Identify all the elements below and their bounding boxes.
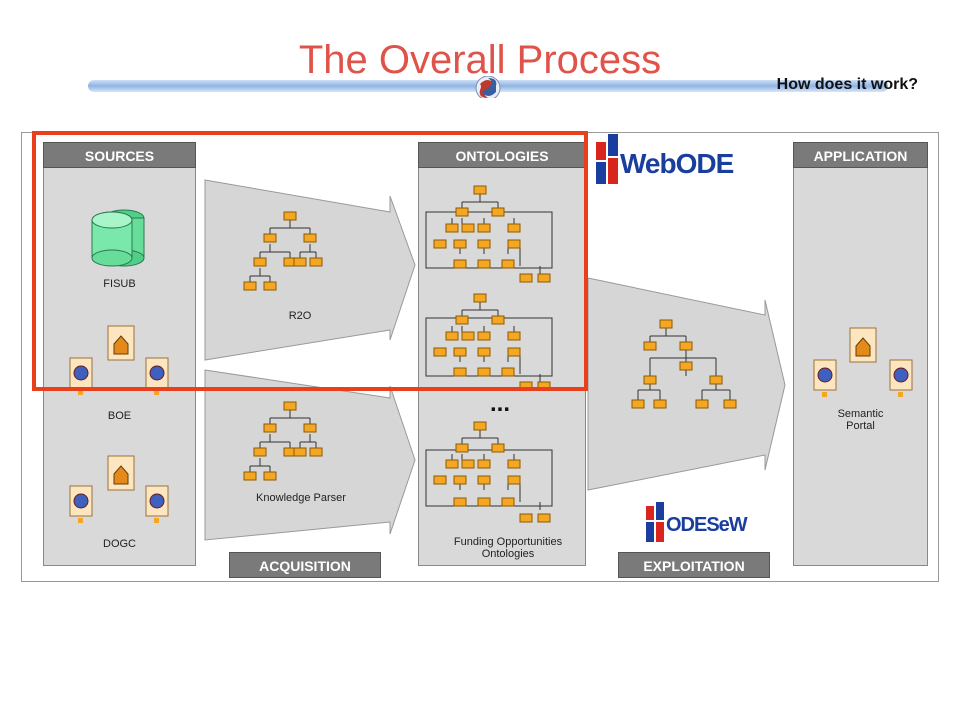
acquisition-label: ACQUISITION: [229, 552, 381, 578]
document-globe-icon: [145, 485, 169, 523]
ontology-tree-icon: [425, 421, 553, 523]
title-underline-bar: [88, 76, 888, 98]
dogc-documents-icon: [69, 455, 169, 523]
document-globe-icon: [813, 359, 837, 397]
highlight-box: [32, 131, 588, 391]
ontology-tree-icon: [425, 293, 553, 391]
application-panel: [793, 142, 928, 566]
database-icon: [91, 209, 145, 267]
webode-logo-text: WebODE: [620, 148, 734, 179]
page-title: The Overall Process: [298, 38, 662, 82]
document-home-icon: [107, 325, 135, 361]
application-header: APPLICATION: [793, 142, 928, 168]
odesew-logo: ODESeW: [646, 502, 766, 546]
semantic-portal-label-line1: Semantic: [837, 408, 884, 420]
document-home-icon: [849, 327, 877, 363]
semantic-portal-label-line2: Portal: [846, 420, 875, 432]
document-globe-icon: [69, 357, 93, 395]
document-globe-icon: [889, 359, 913, 397]
document-home-icon: [107, 455, 135, 491]
source-label-boe: BOE: [107, 410, 132, 422]
swirl-logo-icon: [475, 76, 501, 98]
ontologies-ellipsis: ...: [489, 390, 510, 417]
exploitation-tree-icon: [631, 319, 737, 409]
odesew-logo-icon: [646, 502, 664, 542]
exploitation-arrow: [587, 277, 786, 491]
r2o-arrow: [204, 179, 416, 361]
exploitation-label: EXPLOITATION: [618, 552, 770, 578]
source-label-fisub: FISUB: [103, 278, 136, 290]
document-globe-icon: [69, 485, 93, 523]
subtitle: How does it work?: [776, 76, 918, 93]
r2o-label: R2O: [288, 310, 312, 322]
ontologies-caption: Funding Opportunities Ontologies: [418, 536, 598, 560]
odesew-logo-text: ODESeW: [666, 514, 748, 536]
ontologies-caption-line1: Funding Opportunities: [453, 536, 563, 548]
source-label-dogc: DOGC: [103, 538, 136, 550]
semantic-portal-label: Semantic Portal: [793, 408, 928, 432]
semantic-portal-documents-icon: [813, 327, 913, 397]
webode-logo-icon: [596, 134, 618, 184]
ontologies-header: ONTOLOGIES: [418, 142, 586, 168]
webode-logo: WebODE: [596, 134, 734, 190]
knowledge-parser-label: Knowledge Parser: [256, 492, 346, 504]
boe-documents-icon: [69, 325, 169, 395]
ontology-tree-icon: [425, 185, 553, 283]
ontologies-caption-line2: Ontologies: [481, 548, 535, 560]
knowledge-parser-tree-icon: [243, 401, 323, 481]
sources-header: SOURCES: [43, 142, 196, 168]
r2o-tree-icon: [243, 211, 323, 291]
